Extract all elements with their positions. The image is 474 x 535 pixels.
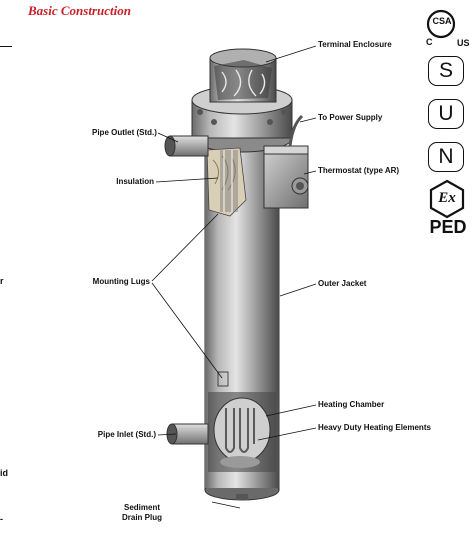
leader-pipe-outlet [157, 132, 179, 143]
label-terminal-enclosure: Terminal Enclosure [318, 40, 392, 49]
leader-insulation [155, 177, 219, 183]
leader-thermostat [303, 170, 317, 175]
csa-logo-icon [426, 9, 456, 39]
label-sediment-line2: Drain Plug [121, 513, 162, 522]
heating-chamber-cutaway [208, 371, 276, 472]
leader-heating-chamber [265, 404, 317, 417]
label-outer-jacket: Outer Jacket [318, 279, 367, 288]
cert-mark-n: N [428, 142, 464, 172]
label-pipe-inlet: Pipe Inlet (Std.) [97, 430, 156, 439]
pipe-inlet-shape [166, 423, 209, 445]
drain-plug-shape [236, 494, 248, 500]
leader-mounting-lug-upper [151, 213, 219, 282]
leader-lines [151, 45, 317, 509]
left-edge-fragment-2: id [0, 468, 8, 478]
label-pipe-outlet: Pipe Outlet (Std.) [92, 128, 157, 137]
label-thermostat: Thermostat (type AR) [318, 166, 400, 175]
thermostat-shape [263, 114, 309, 209]
leader-drain-plug [211, 501, 241, 509]
left-edge-fragment-1: r [0, 276, 4, 286]
ped-mark: PED [429, 217, 467, 237]
csa-c-mark: C [426, 37, 433, 47]
left-edge-fragment-3: - [0, 514, 3, 524]
label-to-power-supply: To Power Supply [318, 113, 383, 122]
ex-mark-text: Ex [438, 190, 456, 206]
leader-pipe-inlet [157, 433, 177, 436]
leader-heating-elements [257, 427, 317, 441]
csa-us-mark: US [457, 38, 470, 48]
left-edge-rule [0, 46, 12, 47]
leader-terminal-enclosure [265, 45, 317, 63]
label-heating-chamber: Heating Chamber [318, 400, 385, 409]
leader-power-supply [299, 117, 317, 123]
terminal-enclosure-shape [191, 48, 293, 153]
section-heading: Basic Construction [28, 3, 131, 18]
leader-outer-jacket [279, 283, 317, 297]
ex-mark-icon [429, 179, 465, 219]
label-mounting-lugs: Mounting Lugs [92, 277, 150, 286]
pipe-outlet-shape [164, 135, 209, 157]
leader-mounting-lug-lower [151, 282, 223, 379]
label-sediment-drain-plug: Sediment Drain Plug [112, 503, 172, 523]
cert-mark-u: U [428, 99, 464, 129]
cert-mark-s: S [428, 56, 464, 86]
insulation-cutaway [206, 147, 247, 217]
label-insulation: Insulation [116, 177, 154, 186]
label-sediment-line1: Sediment [123, 503, 160, 512]
label-heavy-duty-heating-elements: Heavy Duty Heating Elements [318, 423, 431, 432]
csa-logo-text: CSA [432, 16, 452, 26]
